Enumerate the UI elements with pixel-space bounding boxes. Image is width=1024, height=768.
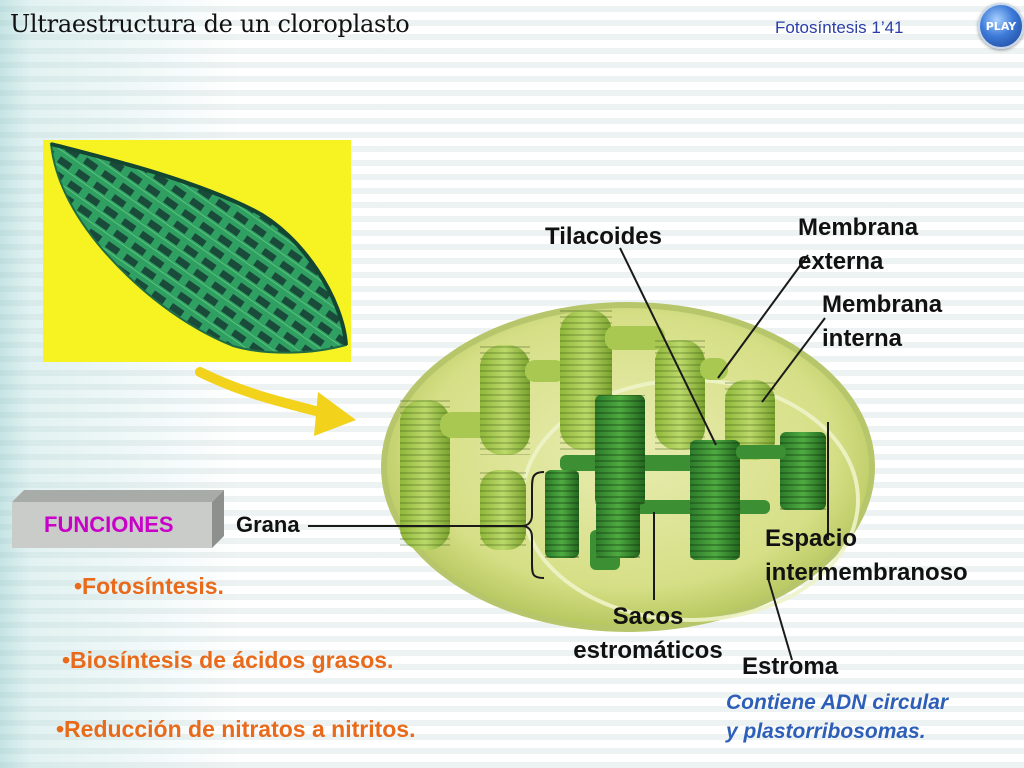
electron-micrograph: [43, 140, 351, 362]
label-tilacoides: Tilacoides: [545, 223, 662, 250]
play-button-label: PLAY: [985, 19, 1017, 33]
leader-line-membrana-externa: [717, 254, 809, 379]
pointer-arrowhead: [314, 392, 356, 436]
grana-stacks-foreground: [545, 395, 826, 570]
leader-line-tilacoides: [619, 247, 717, 446]
estroma-note: Contiene ADN circular y plastorribosomas…: [726, 691, 949, 743]
leader-lines: [308, 247, 829, 661]
function-item-reduccion: •Reducción de nitratos a nitritos.: [56, 716, 416, 742]
funciones-heading: FUNCIONES: [44, 512, 174, 537]
leader-line-estroma: [767, 577, 793, 661]
slide-title: Ultraestructura de un cloroplasto: [10, 10, 410, 38]
funciones-box: [12, 490, 224, 548]
play-button[interactable]: PLAY: [978, 3, 1024, 49]
label-grana: Grana: [236, 512, 300, 537]
function-item-fotosintesis: •Fotosíntesis.: [74, 573, 224, 599]
function-item-biosintesis: •Biosíntesis de ácidos grasos.: [62, 647, 394, 673]
label-membrana-interna: Membrana interna: [822, 291, 943, 352]
pointer-arrow: [195, 367, 325, 417]
label-espacio-intermembranoso: Espacio intermembranoso: [765, 525, 968, 586]
label-sacos-estromaticos: Sacos estromáticos: [573, 603, 723, 664]
label-membrana-externa: Membrana externa: [798, 214, 919, 275]
leader-line-membrana-interna: [761, 317, 826, 403]
label-estroma: Estroma: [742, 653, 839, 680]
slide-subtitle: Fotosíntesis 1’41: [775, 18, 904, 37]
